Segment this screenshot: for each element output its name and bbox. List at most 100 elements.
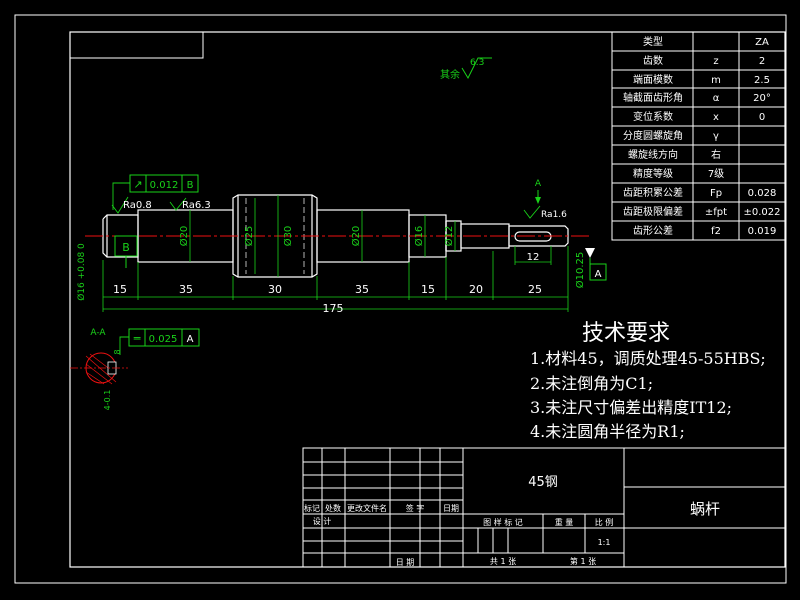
param-symbol: γ — [713, 131, 719, 142]
symmetry-icon: ═ — [133, 332, 141, 345]
dim-d25: Ø25 — [243, 226, 255, 247]
datum-b-label: B — [122, 241, 130, 254]
roughness-symbol-icon — [523, 205, 541, 219]
param-symbol: f2 — [711, 226, 721, 237]
roughness-symbol-icon — [461, 57, 492, 80]
datum-a-label: A — [595, 269, 602, 280]
tb-sheets-total: 共 1 张 — [490, 557, 516, 566]
roughness-rest-note: 其余 6.3 — [440, 57, 492, 81]
length-dimension-lines — [102, 246, 569, 312]
roughness-symbol-icon — [111, 196, 129, 214]
param-name: 精度等级 — [633, 167, 673, 180]
length-dim: 15 — [113, 283, 127, 296]
param-name: 齿形公差 — [633, 224, 673, 237]
tb-date-label: 日 期 — [396, 558, 415, 567]
param-symbol: ±fpt — [705, 207, 727, 218]
datum-a: A — [585, 248, 607, 281]
length-dim: 30 — [268, 283, 282, 296]
diameter-dimension-lines — [189, 195, 456, 277]
tb-col-date: 日期 — [443, 504, 459, 513]
tb-col-mark: 标记 — [304, 503, 320, 513]
param-value: 20° — [753, 93, 771, 104]
length-dim: 25 — [528, 283, 542, 296]
parameter-table — [611, 31, 786, 241]
param-symbol: z — [713, 56, 718, 67]
length-dim: 20 — [469, 283, 483, 296]
section-dim-1: 4-0.1 — [103, 390, 112, 411]
param-name: 轴截面齿形角 — [623, 91, 683, 104]
roughness-ra16: Ra1.6 — [541, 210, 567, 220]
param-name: 齿距积累公差 — [623, 186, 683, 199]
tech-item: 3.未注尺寸偏差出精度IT12; — [530, 398, 732, 417]
runout-datum: B — [187, 180, 194, 191]
tb-col-count: 处数 — [325, 503, 341, 513]
tb-designer: 设 计 — [313, 516, 332, 526]
section-arrow-label: A — [535, 179, 542, 189]
param-symbol: Fp — [710, 188, 722, 199]
tb-sheet-no: 第 1 张 — [570, 556, 596, 566]
dim-d16: Ø16 — [413, 226, 425, 247]
param-value: ZA — [755, 37, 769, 48]
key-width-dim: 12 — [514, 246, 552, 265]
tb-scale-label: 比 例 — [595, 517, 614, 527]
tb-part-name: 蜗杆 — [690, 500, 720, 518]
roughness-marks: Ra0.8 Ra6.3 Ra1.6 — [111, 196, 567, 220]
param-symbol: 7级 — [708, 168, 724, 180]
roughness-ra63: Ra6.3 — [182, 200, 211, 211]
code-box — [69, 31, 204, 59]
param-symbol: m — [711, 75, 721, 86]
dim-d12: Ø12 — [443, 226, 455, 247]
param-name: 类型 — [643, 35, 663, 48]
tech-item: 4.未注圆角半径为R1; — [530, 422, 685, 441]
param-value: ±0.022 — [743, 207, 780, 218]
length-dim: 35 — [179, 283, 193, 296]
param-value: 0 — [759, 112, 765, 123]
tech-item: 1.材料45，调质处理45-55HBS; — [530, 349, 766, 368]
length-dim: 35 — [355, 283, 369, 296]
tb-material: 45钢 — [528, 475, 558, 490]
tb-col-sign: 签 字 — [406, 503, 425, 513]
section-dim-2: 8 — [113, 349, 122, 354]
dim-d10-tol: Ø10.25 — [574, 252, 586, 289]
runout-frame: ↗ 0.012 B — [112, 174, 199, 210]
title-block — [302, 447, 786, 568]
technical-requirements: 技术要求 1.材料45，调质处理45-55HBS; 2.未注倒角为C1; 3.未… — [530, 321, 766, 441]
roughness-ra08: Ra0.8 — [123, 200, 152, 211]
param-symbol: 右 — [711, 148, 721, 161]
section-aa-label: A-A — [90, 328, 106, 338]
roughness-symbol-icon — [169, 197, 187, 211]
symmetry-datum: A — [187, 334, 194, 345]
tb-stage-mark: 图 样 标 记 — [483, 517, 523, 527]
dim-left-tol: Ø16 +0.08 0 — [76, 243, 87, 301]
param-name: 分度圆螺旋角 — [623, 129, 683, 142]
param-name: 变位系数 — [633, 110, 673, 123]
param-symbol: α — [713, 93, 720, 104]
param-name: 齿距极限偏差 — [623, 205, 683, 218]
param-value: 2 — [759, 56, 765, 67]
tb-scale-value: 1:1 — [598, 538, 611, 547]
runout-value: 0.012 — [150, 180, 179, 191]
dim-d20-right: Ø20 — [350, 226, 362, 247]
symmetry-frame: ═ 0.025 A — [119, 328, 200, 355]
key-width-value: 12 — [527, 252, 540, 263]
dim-d20: Ø20 — [178, 226, 190, 247]
datum-b: B — [114, 235, 138, 268]
symmetry-value: 0.025 — [149, 334, 178, 345]
param-symbol: x — [713, 112, 719, 123]
dim-d30: Ø30 — [282, 226, 294, 247]
param-name: 螺旋线方向 — [628, 148, 678, 161]
length-dim: 15 — [421, 283, 435, 296]
tb-weight: 重 量 — [555, 517, 574, 527]
runout-icon: ↗ — [133, 178, 142, 191]
outer-border — [14, 14, 787, 584]
tb-col-docno: 更改文件名 — [347, 503, 387, 513]
param-value: 2.5 — [754, 75, 770, 86]
section-aa-view: A-A 4-0.1 8 — [70, 328, 128, 410]
tech-item: 2.未注倒角为C1; — [530, 374, 653, 393]
section-arrow: A — [535, 179, 542, 204]
param-name: 齿数 — [643, 54, 663, 67]
total-length: 175 — [323, 302, 344, 315]
rest-value: 6.3 — [470, 58, 484, 68]
tech-title: 技术要求 — [582, 321, 670, 346]
